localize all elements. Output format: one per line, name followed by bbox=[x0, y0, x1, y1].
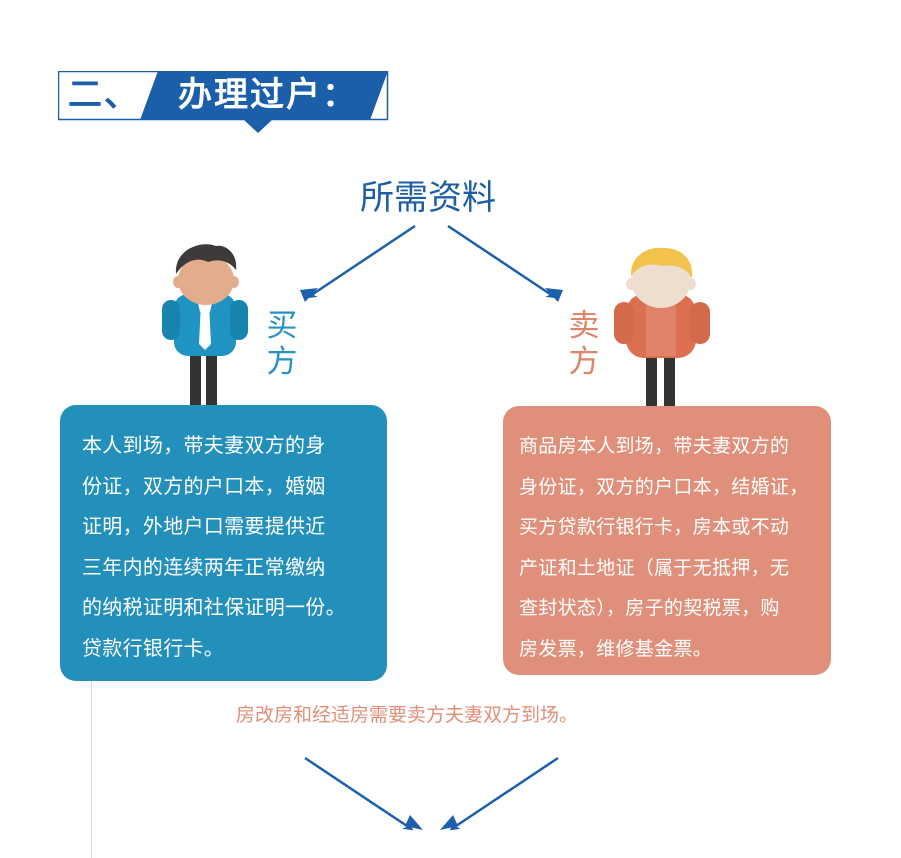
buyer-line: 本人到场，带夫妻双方的身 bbox=[82, 433, 326, 457]
buyer-label-line1: 买 bbox=[266, 308, 298, 344]
section-number: 二、 bbox=[68, 75, 140, 115]
businessman-icon bbox=[162, 244, 248, 406]
seller-label-line1: 卖 bbox=[568, 308, 600, 344]
seller-line: 身份证，双方的户口本，结婚证， bbox=[519, 475, 809, 498]
seller-line: 房发票，维修基金票。 bbox=[519, 637, 713, 660]
section-header: 二、 办理过户： bbox=[58, 71, 389, 133]
required-materials-label: 所需资料 bbox=[360, 178, 496, 218]
vertical-divider bbox=[91, 681, 92, 858]
buyer-line: 份证，双方的户口本，婚姻 bbox=[82, 473, 326, 498]
buyer-line: 证明，外地户口需要提供近 bbox=[82, 514, 326, 538]
section-title: 办理过户： bbox=[178, 75, 358, 115]
buyer-line: 的纳税证明和社保证明一份。 bbox=[82, 595, 346, 619]
buyer-line: 三年内的连续两年正常缴纳 bbox=[82, 554, 326, 579]
arrow-to-buyer bbox=[306, 224, 416, 299]
section-header-banner bbox=[58, 71, 389, 133]
buyer-requirements-card: 本人到场，带夫妻双方的身 份证，双方的户口本，婚姻 证明，外地户口需要提供近 三… bbox=[60, 405, 387, 681]
arrow-to-seller bbox=[447, 224, 557, 299]
seller-label-line2: 方 bbox=[568, 344, 600, 380]
seller-line: 查封状态），房子的契税票，购 bbox=[519, 597, 780, 619]
buyer-label: 买 方 bbox=[262, 308, 302, 380]
seller-requirements-card: 商品房本人到场，带夫妻双方的 身份证，双方的户口本，结婚证， 买方贷款行银行卡，… bbox=[503, 406, 831, 675]
buyer-label-line2: 方 bbox=[266, 344, 298, 380]
seller-line: 产证和土地证（属于无抵押，无 bbox=[519, 556, 790, 579]
seller-line: 商品房本人到场，带夫妻双方的 bbox=[519, 435, 790, 457]
arrow-bottom-left bbox=[304, 756, 414, 831]
seller-label: 卖 方 bbox=[564, 308, 604, 380]
note-text: 房改房和经适房需要卖方夫妻双方到场。 bbox=[236, 704, 579, 726]
seller-line: 买方贷款行银行卡，房本或不动 bbox=[519, 516, 790, 538]
blond-man-icon bbox=[614, 247, 710, 409]
buyer-line: 贷款行银行卡。 bbox=[82, 635, 225, 660]
arrow-bottom-right bbox=[449, 756, 559, 831]
